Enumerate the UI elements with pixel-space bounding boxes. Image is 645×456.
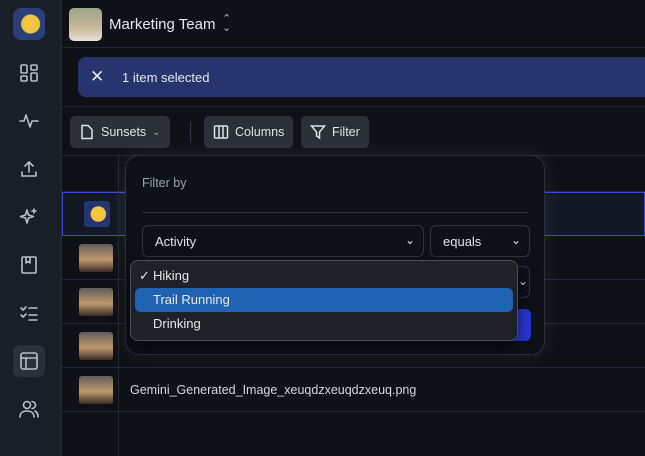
chevron-down-icon: ⌄ [510,233,521,247]
dashboard-icon[interactable] [13,57,45,89]
thumbnail [79,244,113,272]
thumbnail [84,201,110,227]
selection-count: 1 item selected [122,70,210,85]
users-icon[interactable] [13,393,45,425]
field-select[interactable]: Activity⌄ [142,225,424,257]
column-divider [118,156,119,456]
divider [142,212,528,213]
value-dropdown-menu: ✓Hiking Trail Running Drinking [130,260,518,341]
view-label: Sunsets [101,125,147,139]
filter-label: Filter [332,125,360,139]
filter-title: Filter by [142,176,187,190]
filter-button[interactable]: Filter [301,116,369,148]
chevron-down-icon: ⌄ [517,274,528,288]
thumbnail [79,288,113,316]
selection-banner: ✕ 1 item selected [78,57,645,97]
columns-icon [213,125,229,139]
chevron-down-icon: ⌄ [152,126,161,138]
sparkles-icon[interactable] [13,201,45,233]
table-row[interactable] [62,324,645,368]
book-icon[interactable] [13,249,45,281]
filter-icon [310,125,326,140]
thumbnail [79,376,113,404]
chevron-down-icon: ⌄ [404,233,415,247]
header: Marketing Team ⌃⌄ [62,0,645,48]
sidebar [0,0,62,456]
menu-item-trail-running[interactable]: Trail Running [135,288,513,312]
file-icon [81,124,93,140]
app-logo[interactable] [13,8,45,40]
table-row[interactable]: Gemini_Generated_Image_xeuqdzxeuqdzxeuq.… [62,368,645,412]
checklist-icon[interactable] [13,297,45,329]
table-layout-icon[interactable] [13,345,45,377]
close-icon[interactable]: ✕ [90,67,105,86]
thumbnail [79,332,113,360]
menu-item-hiking[interactable]: ✓Hiking [139,268,190,283]
toolbar: Sunsets ⌄ Columns Filter [62,106,645,156]
columns-label: Columns [235,125,285,139]
file-name: Gemini_Generated_Image_xeuqdzxeuqdzxeuq.… [130,383,417,397]
check-icon: ✓ [139,268,150,283]
divider [190,122,191,142]
chevron-up-down-icon[interactable]: ⌃⌄ [222,13,232,34]
operator-select[interactable]: equals⌄ [430,225,530,257]
activity-icon[interactable] [13,105,45,137]
menu-item-drinking[interactable]: Drinking [153,316,201,331]
team-name[interactable]: Marketing Team [109,16,216,33]
team-avatar[interactable] [69,8,102,41]
view-select-button[interactable]: Sunsets ⌄ [70,116,170,148]
upload-icon[interactable] [13,153,45,185]
columns-button[interactable]: Columns [204,116,294,148]
